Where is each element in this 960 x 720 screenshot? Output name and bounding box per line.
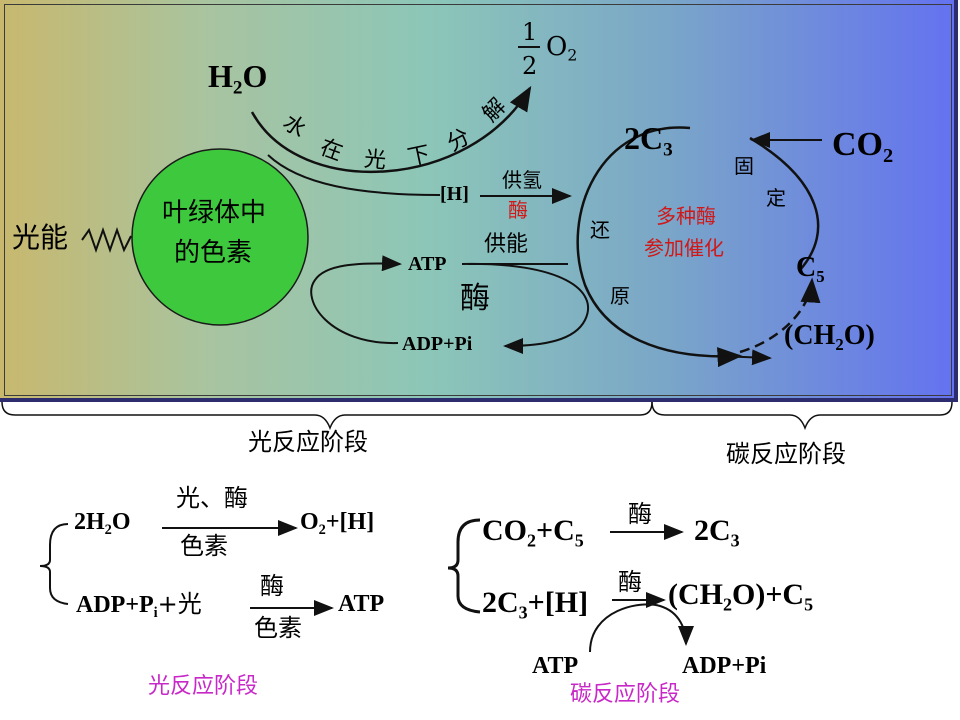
carbon-eq1-left: CO2+C5 <box>482 514 584 551</box>
fixation-char-2: 定 <box>766 186 786 210</box>
atp-consumption-loop <box>461 262 590 354</box>
multi-enzyme-line1: 多种酶 <box>656 204 716 228</box>
carbon-eq1-right: 2C3 <box>694 514 740 551</box>
calvin-cycle-dashed <box>739 277 821 354</box>
atp-label: ATP <box>408 253 447 275</box>
supply-energy-label: 供能 <box>484 232 529 257</box>
fraction-bar <box>518 46 540 48</box>
light-eq-caption: 光反应阶段 <box>148 674 259 699</box>
light-stage-brace <box>1 401 653 431</box>
c5-label: C5 <box>796 252 825 286</box>
hydrogen-label: [H] <box>440 183 469 205</box>
oxygen-label: O2 <box>546 32 578 65</box>
carbon-eq2-right: (CH2O)+C5 <box>668 578 814 615</box>
c3-label: 2C3 <box>624 120 673 161</box>
light-eq2-top: 酶 <box>260 572 284 600</box>
pigment-circle <box>131 148 309 326</box>
light-eq-brace <box>39 523 69 605</box>
carbon-stage-label: 碳反应阶段 <box>726 440 846 468</box>
carbon-adp-label: ADP+Pi <box>682 653 767 679</box>
light-stage-label: 光反应阶段 <box>248 428 368 456</box>
ch2o-label: (CH2O) <box>784 320 875 354</box>
light-eq1-bottom: 色素 <box>180 532 228 560</box>
pigment-label-line1: 叶绿体中 <box>162 198 267 228</box>
reduction-char-2: 原 <box>610 284 630 308</box>
calvin-cycle-solid <box>576 126 743 368</box>
supply-hydrogen-label: 供氢 <box>502 168 542 192</box>
ch2o-arrow <box>717 349 772 366</box>
light-eq1-right: O2+[H] <box>300 509 375 539</box>
water-label: H2O <box>208 58 268 99</box>
atp-synthesis-loop <box>310 255 402 345</box>
carbon-eq1-top: 酶 <box>628 500 652 528</box>
half-denominator: 2 <box>522 52 538 80</box>
carbon-eq-brace <box>447 518 481 614</box>
photolysis-char-4: 下 <box>405 141 433 172</box>
light-eq1-left: 2H2O <box>74 509 131 539</box>
light-eq2-left: ADP+Pi+光 <box>76 590 202 622</box>
carbon-atp-label: ATP <box>532 653 579 679</box>
co2-label: CO2 <box>832 126 894 168</box>
light-zigzag <box>81 226 132 254</box>
reduction-char-1: 还 <box>590 218 610 242</box>
photolysis-char-3: 光 <box>362 147 388 174</box>
hydrogen-branch <box>267 154 441 196</box>
light-eq2-bottom: 色素 <box>254 614 302 642</box>
light-energy-label: 光能 <box>12 221 69 254</box>
carbon-eq2-left: 2C3+[H] <box>482 586 589 623</box>
calvin-cycle-right <box>749 136 820 271</box>
half-numerator: 1 <box>522 18 538 46</box>
fixation-char-1: 固 <box>734 154 754 178</box>
multi-enzyme-line2: 参加催化 <box>644 236 724 260</box>
carbon-eq-caption: 碳反应阶段 <box>570 682 681 707</box>
carbon-eq2-top: 酶 <box>618 568 642 596</box>
carbon-stage-brace <box>651 401 953 431</box>
adp-pi-label: ADP+Pi <box>402 333 473 355</box>
photolysis-arrow <box>250 85 532 174</box>
enzyme-red-label: 酶 <box>508 198 528 222</box>
enzyme-big-label: 酶 <box>460 281 490 316</box>
light-eq2-right: ATP <box>338 591 385 617</box>
pigment-label-line2: 的色素 <box>174 238 253 268</box>
carbon-atp-arrow <box>589 603 694 653</box>
light-eq1-top: 光、酶 <box>176 484 248 512</box>
